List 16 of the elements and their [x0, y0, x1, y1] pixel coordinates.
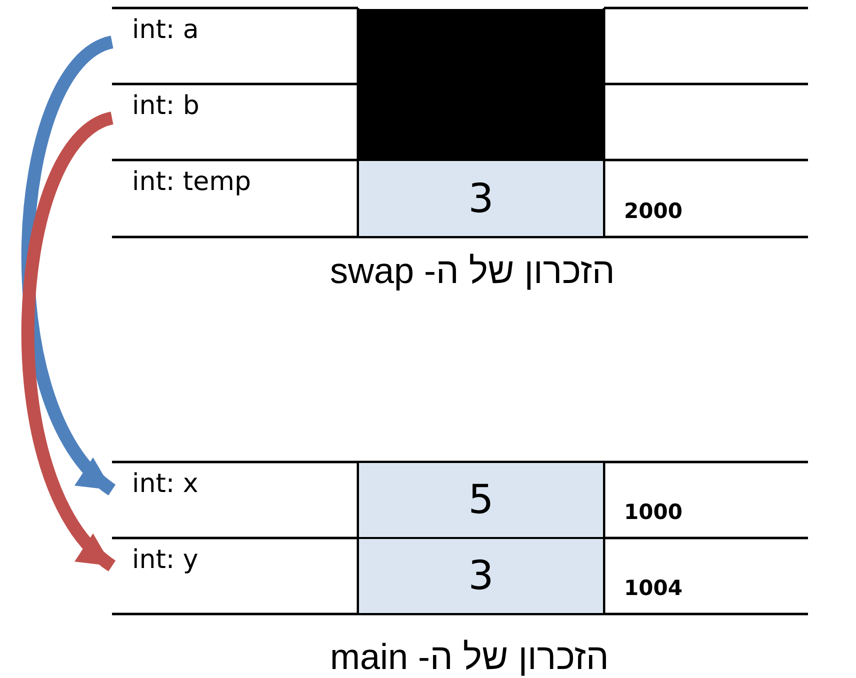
value-cell: 5 [359, 463, 603, 537]
memory-address: 2000 [624, 199, 682, 223]
curved-arrow [22, 36, 116, 495]
memory-caption: הזכרון של ה- main [330, 636, 609, 678]
memory-caption: הזכרון של ה- swap [330, 250, 615, 292]
variable-name: int: b [112, 85, 357, 159]
variable-name: int: temp [112, 161, 357, 236]
hidden-memory-cell [359, 9, 603, 159]
memory-address: 1004 [624, 576, 682, 600]
variable-name: int: x [112, 463, 357, 537]
value-cell: 3 [359, 539, 603, 613]
variable-name: int: a [112, 9, 357, 83]
variable-name: int: y [112, 539, 357, 613]
memory-address: 1000 [624, 500, 682, 524]
curved-arrow [22, 112, 116, 571]
value-cell: 3 [359, 161, 603, 236]
